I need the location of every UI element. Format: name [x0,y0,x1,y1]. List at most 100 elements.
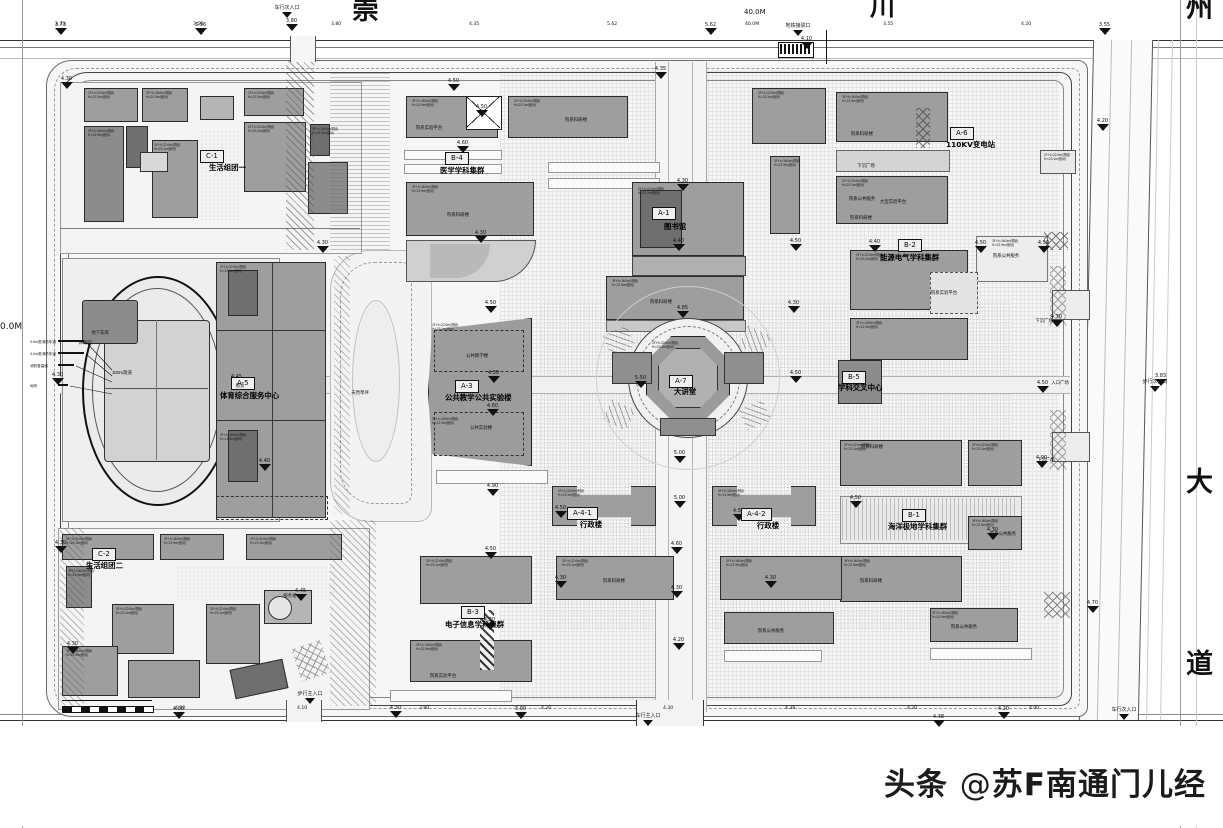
elevation-value: 3.90 [514,706,527,712]
elevation-triangle-icon [172,712,185,719]
b3-research-north [420,556,532,604]
elevation-value: 4.50 [1036,380,1049,386]
gymnasium-building [82,300,138,344]
building-height-note: 3F H=16.0m(规划)H=21.9m(绝对) [726,559,753,567]
entrance-label: 车行次入口 [274,5,300,11]
elevation-marker: 4.50 [482,300,499,313]
plot-code-a-5: A-5 [231,377,255,390]
building-height-note: 3F H=16.0m(规划)H=21.9m(绝对) [718,489,745,497]
b4-research-south [406,182,534,236]
elevation-triangle-icon [1086,606,1099,613]
top-dimension-tick: 40.0M [745,22,760,27]
plot-name-a-1: 图书馆 [664,222,687,231]
south-research-east [720,556,842,600]
elevation-marker: 4.50 [787,370,804,383]
plot-name-a-3: 公共教学公共实验楼 [445,393,512,402]
building-height-note: 3F H=16.0m(规划)H=21.9m(绝对) [164,537,191,545]
substation-box [1040,150,1076,174]
building-height-note: 2F H=22.0m(规划)H=23.1m(绝对) [844,443,871,451]
building-function-label: 下沉广场 [1037,457,1055,462]
elevation-marker: 4.85 [674,305,691,318]
elevation-marker: 4.40 [256,458,273,471]
elevation-marker: 5.00 [671,495,688,508]
elevation-triangle-icon [484,306,497,313]
elevation-value: 4.50 [447,78,460,84]
bottom-dimension-tick: 4.30 [663,706,674,711]
vehicle-entry-north [290,36,316,62]
elevation-marker: 5.62 [702,22,719,35]
elevation-triangle-icon [484,552,497,559]
plot-name-a-5: 体育综合服务中心 [220,391,280,400]
building-height-note: 3F H=16.0m(规划)H=21.9m(绝对) [774,159,801,167]
elevation-marker: 4.30 [762,575,779,588]
elevation-marker: 4.50 [972,240,989,253]
dorm-building-1 [84,88,138,122]
top-dimension-tick: 4.35 [469,22,480,27]
top-dimension-tick: 5.62 [607,22,618,27]
elevation-marker: 4.20 [481,617,498,630]
elevation-triangle-icon [673,501,686,508]
top-dimension-tick: 3.56 [193,22,204,27]
elevation-triangle-icon [672,643,685,650]
plot-name-b-3: 电子信息学科集群 [445,620,505,629]
sw-screen-hatch [330,520,376,706]
bottom-dimension-tick: 4.00 [175,706,186,711]
living-cluster-south-edge [60,228,360,229]
top-dimension-tick: 4.20 [1021,22,1032,27]
elevation-value: 5.00 [673,495,686,501]
b2-platform [930,272,978,314]
elevation-triangle-icon [868,245,881,252]
building-function-label: 院系科研楼 [650,299,672,304]
elevation-value: 4.60 [456,140,469,146]
building-height-note: 3F H=16.0m(规划)H=21.9m(绝对) [412,99,439,107]
elevation-value: 4.30 [60,76,73,82]
elevation-triangle-icon [285,24,298,31]
dorm-building-9 [308,162,348,214]
c2-dorm-3 [246,534,342,560]
field-center-vert [156,320,157,460]
building-height-note: 3F H=16.0m(规划)H=21.9m(绝对) [66,649,93,657]
entrance-arrow-icon [282,12,292,18]
right-edge-character-1: 州 [1186,0,1213,24]
plot-name-a-6: 110KV变电站 [946,140,996,149]
building-height-note: 2F H=22.0m(规划)H=23.1m(绝对) [248,91,275,99]
south-service-east [724,612,834,644]
entrance-arrow-icon [305,698,315,704]
building-function-label: 天然草坪 [351,390,369,395]
elevation-marker: 4.90 [484,483,501,496]
elevation-marker: 3.90 [512,706,529,719]
plot-code-b-2: B-2 [898,239,922,252]
right-edge-character-3: 道 [1186,649,1213,680]
building-function-label: 下沉广场 [1035,318,1053,323]
elevation-value: 4.30 [554,575,567,581]
plot-name-b-2: 能源电气学科集群 [880,253,940,262]
dorm-building-4 [84,126,124,222]
living-cluster-paving [200,130,240,220]
b3-note-box [390,690,512,702]
bottom-dimension-tick: 4.00 [1029,706,1040,711]
building-height-note: 2F H=22.0m(规划)H=23.1m(绝对) [116,607,143,615]
plot-code-b-3: B-3 [461,606,485,619]
elevation-triangle-icon [676,184,689,191]
elevation-marker: 4.50 [485,370,502,383]
legend-note: 3.6m宽消防车道 [30,340,56,344]
b1-note-box [930,648,1032,660]
elevation-value: 4.50 [475,104,488,110]
sunken-plaza-ne [836,150,950,172]
elevation-triangle-icon [997,712,1010,719]
watermark-prefix: 头条 [884,767,960,803]
elevation-triangle-icon [670,547,683,554]
elevation-triangle-icon [974,246,987,253]
building-function-label: 公共实验楼 [470,425,492,430]
building-function-label: 服务楼 [283,593,297,598]
elevation-triangle-icon [483,623,496,630]
plot-code-b-4: B-4 [445,152,469,165]
elevation-marker: 4.50 [730,508,747,521]
south-research-west [556,556,674,600]
elevation-triangle-icon [554,511,567,518]
building-function-label: 院系公共服务 [992,253,1020,258]
b3-lab-platform [410,640,532,682]
legend-bar-1 [58,340,84,342]
plot-code-a-7: A-7 [669,375,693,388]
elevation-triangle-icon [789,244,802,251]
